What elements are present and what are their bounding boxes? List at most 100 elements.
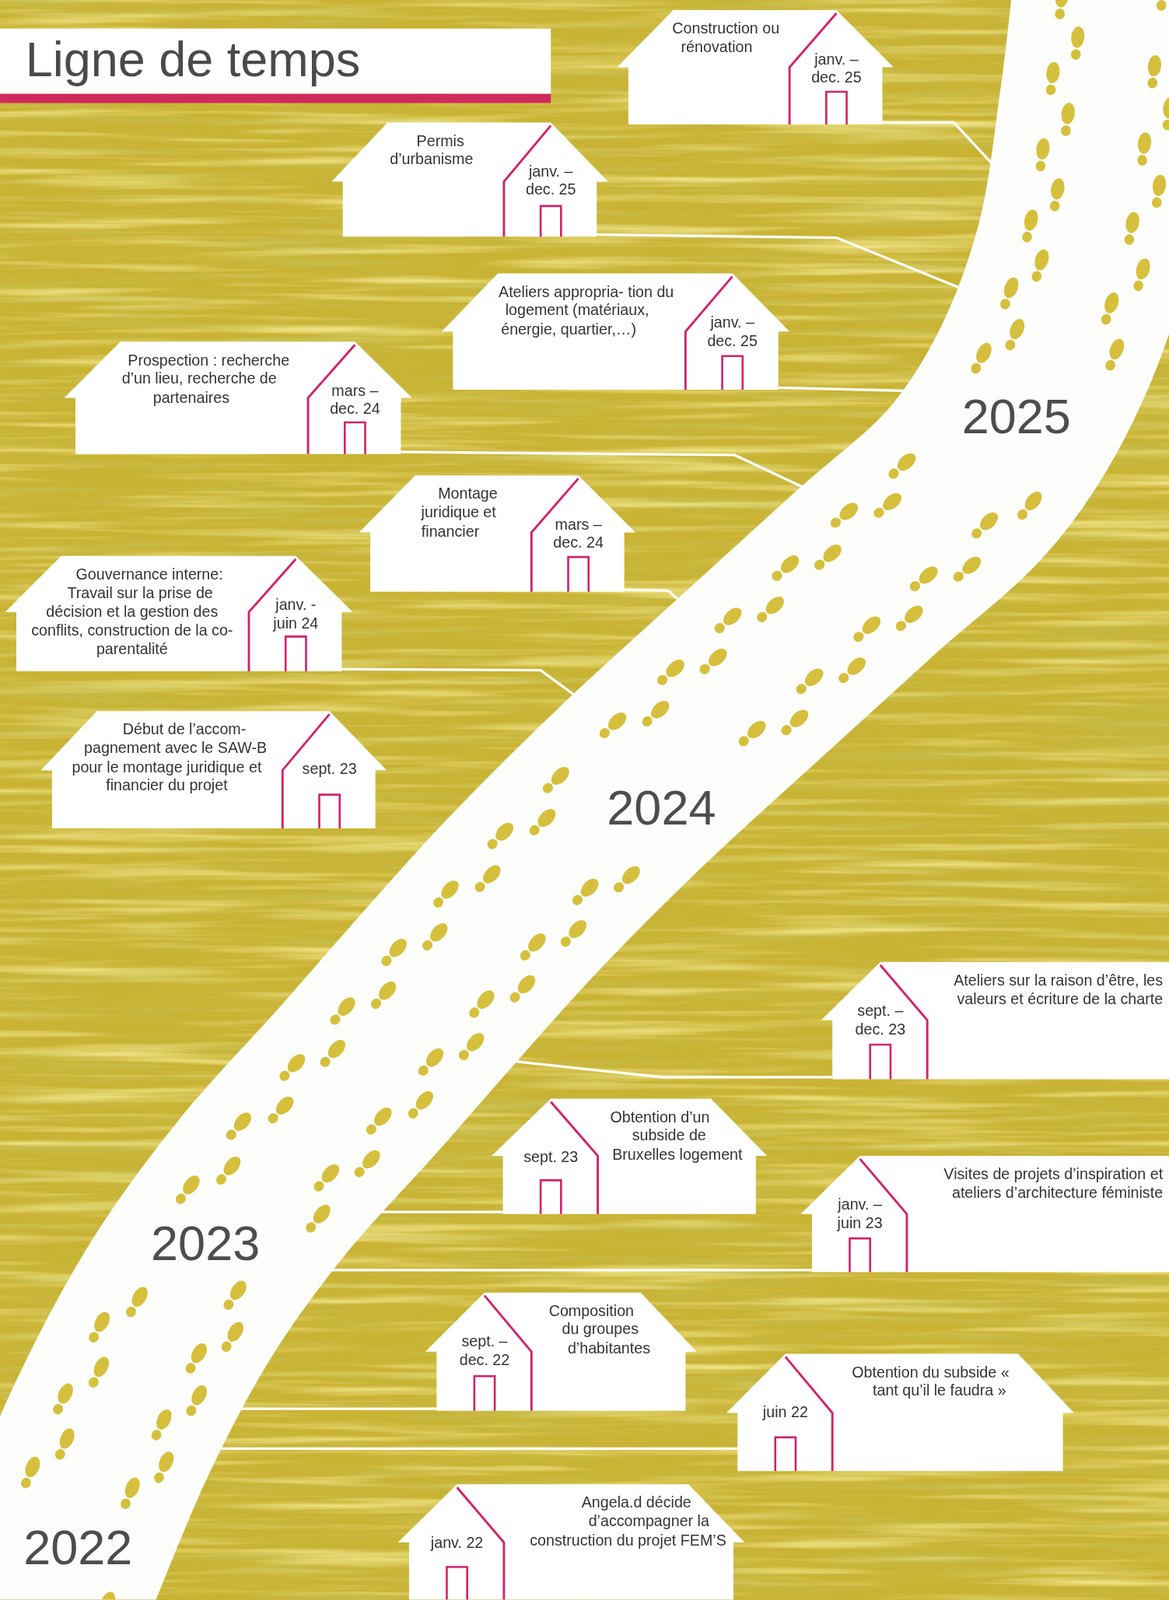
footprint — [1154, 0, 1169, 12]
footprint — [1145, 54, 1163, 90]
date-label: sept. 23 — [519, 1147, 583, 1166]
house-shape — [491, 1099, 767, 1215]
footprints — [17, 0, 1169, 1600]
footprint — [997, 275, 1022, 312]
footprint-heel — [406, 1106, 420, 1121]
text-area: Composition du groupes d’habitantes — [539, 1301, 679, 1358]
slope-spacer — [1020, 1362, 1056, 1400]
footprint-heel — [318, 1054, 333, 1070]
footprint-sole — [1035, 137, 1052, 161]
footprint — [222, 1109, 255, 1144]
footprint-heel — [1151, 196, 1162, 209]
footprint-heel — [1147, 77, 1159, 89]
footprint-heel — [886, 466, 902, 481]
activity-text: Début de l’accom- pagnement avec le SAW-… — [59, 720, 275, 795]
footprint-heel — [19, 1476, 33, 1490]
activity-text: Angela.d décide d’accompagner la constru… — [511, 1493, 726, 1550]
house-node: Obtention d’un subside de Bruxelles loge… — [491, 1099, 767, 1215]
footprint — [906, 563, 942, 595]
footprint-heel — [1003, 338, 1017, 353]
door — [540, 1179, 561, 1214]
door — [722, 356, 743, 390]
footprint — [213, 1153, 245, 1188]
door — [285, 636, 306, 672]
footprint-heel — [640, 714, 655, 728]
footprint — [350, 1147, 384, 1181]
footprint-heel — [467, 1005, 482, 1021]
footprint-sole — [1032, 247, 1051, 272]
year-label: 2023 — [150, 1218, 260, 1268]
footprint-sole — [1001, 275, 1022, 301]
footprint — [172, 1172, 203, 1208]
footprint-heel — [1136, 154, 1148, 167]
footprint-heel — [969, 361, 983, 376]
footprint-heel — [770, 568, 785, 583]
footprint — [414, 1045, 447, 1080]
text-area: Prospection : recherche d’un lieu, reche… — [82, 350, 300, 407]
footprint — [1121, 210, 1141, 246]
footprint-heel — [1030, 269, 1043, 284]
footprint — [85, 1354, 112, 1390]
text-area: Ateliers sur la raison d’être, les valeu… — [935, 971, 1163, 1009]
slope-spacer — [459, 282, 495, 319]
house-node: Visites de projets d’inspiration et atel… — [801, 1155, 1169, 1273]
leader-line — [316, 1268, 812, 1271]
title-bar — [0, 94, 551, 104]
footprint — [850, 612, 884, 645]
footprint-heel — [224, 1127, 238, 1143]
door — [826, 91, 847, 125]
footprint — [455, 1029, 488, 1064]
footprint-heel — [597, 725, 613, 741]
footprint-heel — [485, 836, 501, 852]
text-area: Visites de projets d’inspiration et atel… — [914, 1165, 1163, 1203]
footprint — [1029, 247, 1052, 284]
text-area: Obtention du subside « tant qu’il le fau… — [840, 1362, 1057, 1400]
slope-spacer — [714, 1107, 749, 1144]
footprint — [302, 1201, 334, 1236]
footprint — [430, 877, 462, 911]
footprint-heel — [1123, 233, 1135, 246]
house-shape — [5, 556, 354, 672]
year-label: 2025 — [962, 392, 1071, 442]
footprint-heel — [328, 1012, 343, 1028]
footprint — [471, 861, 504, 896]
footprint-heel — [998, 297, 1012, 311]
footprint-heel — [173, 1191, 188, 1206]
house-shape — [40, 710, 387, 829]
house-node: Ateliers appropria- tion du logement (ma… — [441, 273, 790, 390]
footprint — [610, 862, 644, 896]
date-label: janv. – dec. 25 — [805, 49, 868, 87]
footprint — [150, 1449, 177, 1485]
date-label: janv. – juin 23 — [828, 1195, 892, 1232]
footprint — [539, 763, 574, 797]
footprint — [1058, 101, 1076, 137]
door — [775, 1437, 796, 1471]
footprint — [1102, 336, 1127, 373]
footprint-heel — [219, 1339, 234, 1354]
footprint — [811, 541, 845, 574]
title: Ligne de temps — [25, 28, 361, 92]
footprint-sole — [1021, 488, 1046, 514]
slope-spacer — [350, 131, 385, 169]
footprint-heel — [184, 1403, 198, 1418]
footprint-heel — [277, 1068, 293, 1084]
footprint — [569, 875, 602, 909]
date-label: janv. – dec. 25 — [700, 313, 764, 350]
footprint — [276, 1050, 309, 1085]
footprint-heel — [518, 948, 532, 963]
footprint-sole — [153, 1407, 175, 1432]
footprint-sole — [1106, 336, 1127, 362]
footprint-heel — [907, 578, 923, 593]
door — [870, 1044, 891, 1080]
footprint-heel — [540, 780, 556, 796]
text-area: Gouvernance interne: Travail sur la pris… — [23, 565, 241, 659]
footprint — [52, 1425, 78, 1462]
footprint-heel — [456, 1047, 471, 1063]
leader-line — [183, 1447, 738, 1450]
footprint — [220, 1277, 250, 1313]
house-shape — [441, 273, 790, 390]
footprint-heel — [1045, 84, 1057, 96]
text-area: Montage juridique et financier — [377, 484, 524, 541]
footprint — [1160, 96, 1169, 132]
text-area: Construction ou rénovation — [635, 19, 782, 57]
